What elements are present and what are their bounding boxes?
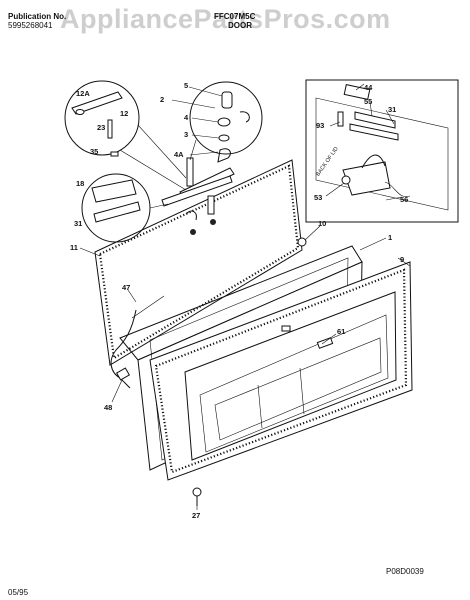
screws bbox=[192, 237, 307, 506]
callout-53: 53 bbox=[314, 193, 322, 202]
bracket-detail bbox=[81, 173, 169, 243]
back-of-lid-label: BACK OF LID bbox=[315, 146, 340, 178]
callout-18: 18 bbox=[76, 179, 84, 188]
callout-2: 2 bbox=[160, 95, 164, 104]
gasket-frame bbox=[94, 159, 303, 366]
publication-label: Publication No. bbox=[8, 12, 67, 21]
callout-44: 44 bbox=[364, 83, 373, 92]
callout-93: 93 bbox=[316, 121, 324, 130]
section-title: DOOR bbox=[228, 21, 252, 30]
hinge-detail-circle bbox=[189, 81, 263, 161]
leader-lines bbox=[79, 83, 411, 510]
callout-31a: 31 bbox=[74, 219, 82, 228]
hinge-parts bbox=[161, 91, 250, 235]
callout-5: 5 bbox=[184, 81, 188, 90]
callout-27: 27 bbox=[192, 511, 200, 520]
callout-48: 48 bbox=[104, 403, 112, 412]
callout-9: 9 bbox=[400, 255, 404, 264]
figure-id: P08D0039 bbox=[386, 567, 424, 576]
callout-10: 10 bbox=[318, 219, 326, 228]
callout-12: 12 bbox=[120, 109, 128, 118]
light-inset: BACK OF LID bbox=[305, 79, 459, 223]
callout-47: 47 bbox=[122, 283, 130, 292]
handle-detail bbox=[64, 80, 187, 191]
model-number: FFC07M5C bbox=[214, 12, 256, 21]
callout-labels: 12A 12 23 35 5 2 4 3 4A 18 31 11 47 48 1… bbox=[70, 81, 408, 520]
watermark: AppliancePartsPros.com bbox=[60, 4, 391, 34]
callout-61: 61 bbox=[337, 327, 345, 336]
callout-4: 4 bbox=[184, 113, 189, 122]
callout-1: 1 bbox=[388, 233, 392, 242]
callout-23: 23 bbox=[97, 123, 105, 132]
wire-harness bbox=[110, 295, 165, 389]
callout-4a: 4A bbox=[174, 150, 184, 159]
callout-31b: 31 bbox=[388, 105, 396, 114]
callout-56: 56 bbox=[400, 195, 408, 204]
publication-number: 5995268041 bbox=[8, 21, 53, 30]
callout-55: 55 bbox=[364, 97, 372, 106]
callout-11: 11 bbox=[70, 243, 78, 252]
callout-35: 35 bbox=[90, 147, 98, 156]
revision-date: 05/95 bbox=[8, 588, 29, 597]
callout-12a: 12A bbox=[76, 89, 90, 98]
callout-3: 3 bbox=[184, 130, 188, 139]
outer-door bbox=[149, 261, 413, 481]
